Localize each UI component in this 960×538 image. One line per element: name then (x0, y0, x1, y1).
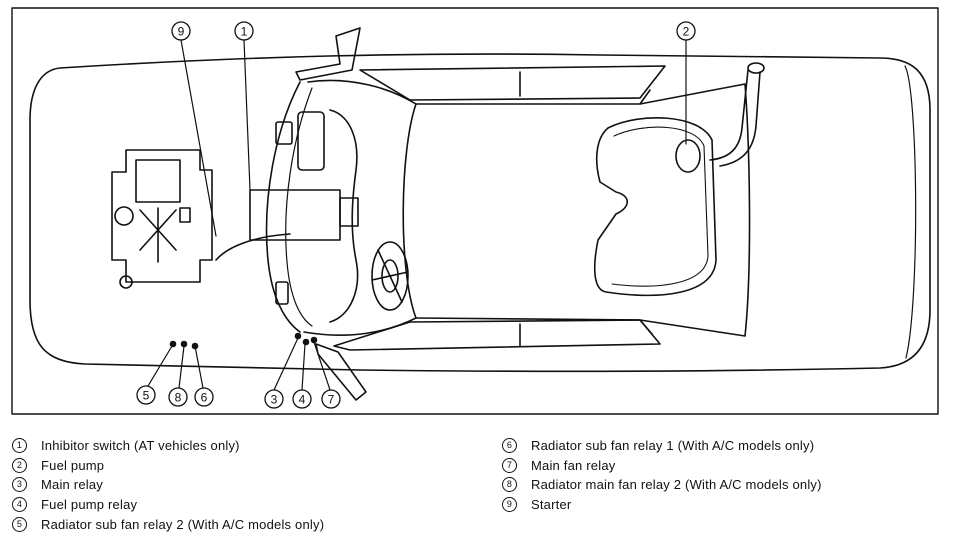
legend-item-8-num: 8 (502, 477, 517, 493)
fuel-tank (593, 117, 717, 297)
callout-5: 5 (136, 385, 156, 405)
dashboard (329, 109, 359, 323)
legend-item-6-num: 6 (502, 438, 517, 454)
engine-block (111, 149, 213, 283)
driveline-tube (249, 189, 341, 241)
steering-spoke (371, 249, 409, 303)
callout-7-num: 7 (328, 393, 335, 407)
leader-3 (273, 337, 299, 391)
callout-6-num: 6 (201, 391, 208, 405)
leader-6 (194, 345, 204, 389)
steering-hub (381, 259, 399, 293)
legend-item-4-label: Fuel pump relay (41, 497, 138, 513)
legend-item-5-num: 5 (12, 516, 27, 532)
callout-5-num: 5 (143, 389, 150, 403)
filler-neck-outer (719, 71, 761, 167)
glovebox (297, 111, 325, 171)
legend-column-right: 6 Radiator sub fan relay 1 (With A/C mod… (502, 436, 942, 514)
leader-8 (178, 345, 185, 389)
rear-window-line (639, 89, 653, 335)
right-mirror (315, 343, 367, 401)
filler-cap (747, 62, 765, 74)
leader-9 (180, 39, 217, 237)
diagram-frame (11, 7, 939, 415)
legend-item-8-label: Radiator main fan relay 2 (With A/C mode… (531, 477, 822, 493)
car-body-inner (904, 65, 917, 359)
transmission-flange (339, 197, 359, 227)
relay-dot-5 (169, 340, 177, 348)
legend-item-3: 3 Main relay (12, 475, 492, 495)
legend-item-7: 7 Main fan relay (502, 456, 942, 476)
legend-item-1-label: Inhibitor switch (AT vehicles only) (41, 438, 240, 454)
steering-wheel (371, 241, 409, 311)
side-vent-bottom (275, 281, 289, 305)
leader-1 (243, 39, 251, 191)
legend-item-3-label: Main relay (41, 477, 103, 493)
callout-9-num: 9 (178, 25, 185, 39)
legend-item-1-num: 1 (12, 438, 27, 454)
legend-item-2-num: 2 (12, 457, 27, 473)
roof-outline (415, 83, 751, 337)
leader-5 (147, 345, 173, 387)
shift-linkage (215, 233, 291, 261)
legend-item-9-label: Starter (531, 497, 572, 513)
legend-item-6-label: Radiator sub fan relay 1 (With A/C model… (531, 438, 815, 454)
legend-item-9-num: 9 (502, 497, 517, 513)
legend: 1 Inhibitor switch (AT vehicles only) 2 … (12, 436, 952, 536)
callout-9: 9 (171, 21, 191, 41)
legend-item-4: 4 Fuel pump relay (12, 495, 492, 515)
callout-8: 8 (168, 387, 188, 407)
callout-3: 3 (264, 389, 284, 409)
callout-4: 4 (292, 389, 312, 409)
legend-item-2: 2 Fuel pump (12, 456, 492, 476)
relay-dot-3 (294, 332, 302, 340)
left-mirror (295, 27, 361, 81)
side-vent-top (275, 121, 293, 145)
callout-2: 2 (676, 21, 696, 41)
fuel-pump-unit (675, 139, 701, 173)
callout-3-num: 3 (271, 393, 278, 407)
engine-detail (139, 207, 177, 263)
legend-item-4-num: 4 (12, 497, 27, 513)
legend-item-6: 6 Radiator sub fan relay 1 (With A/C mod… (502, 436, 942, 456)
leader-7 (313, 341, 331, 391)
relay-dot-7 (310, 336, 318, 344)
engine-mount (179, 207, 191, 223)
legend-item-3-num: 3 (12, 477, 27, 493)
fuel-tank-inner (611, 126, 709, 287)
firewall-inner (285, 87, 313, 327)
filler-neck (709, 69, 749, 161)
engine-intake (135, 159, 181, 203)
callout-1-num: 1 (241, 25, 248, 39)
legend-item-8: 8 Radiator main fan relay 2 (With A/C mo… (502, 475, 942, 495)
windshield (303, 79, 417, 336)
callout-4-num: 4 (299, 393, 306, 407)
callout-8-num: 8 (175, 391, 182, 405)
callout-1: 1 (234, 21, 254, 41)
legend-item-2-label: Fuel pump (41, 457, 105, 473)
legend-item-5: 5 Radiator sub fan relay 2 (With A/C mod… (12, 514, 492, 534)
firewall (265, 81, 301, 333)
legend-column-left: 1 Inhibitor switch (AT vehicles only) 2 … (12, 436, 492, 534)
leader-4 (301, 343, 306, 391)
legend-item-7-num: 7 (502, 457, 517, 473)
top-rocker-panel (359, 65, 666, 101)
alternator (119, 275, 133, 289)
legend-item-9: 9 Starter (502, 495, 942, 515)
vehicle-component-diagram: 9 1 2 5 8 6 3 4 7 (11, 7, 939, 415)
legend-item-5-label: Radiator sub fan relay 2 (With A/C model… (41, 516, 325, 532)
callout-2-num: 2 (683, 25, 690, 39)
legend-item-1: 1 Inhibitor switch (AT vehicles only) (12, 436, 492, 456)
car-body-outline (29, 53, 931, 373)
relay-dot-6 (191, 342, 199, 350)
legend-item-7-label: Main fan relay (531, 457, 616, 473)
callout-6: 6 (194, 387, 214, 407)
relay-dot-8 (180, 340, 188, 348)
engine-pulley (114, 206, 134, 226)
callout-7: 7 (321, 389, 341, 409)
bottom-rocker-panel (333, 319, 661, 351)
relay-dot-4 (302, 338, 310, 346)
